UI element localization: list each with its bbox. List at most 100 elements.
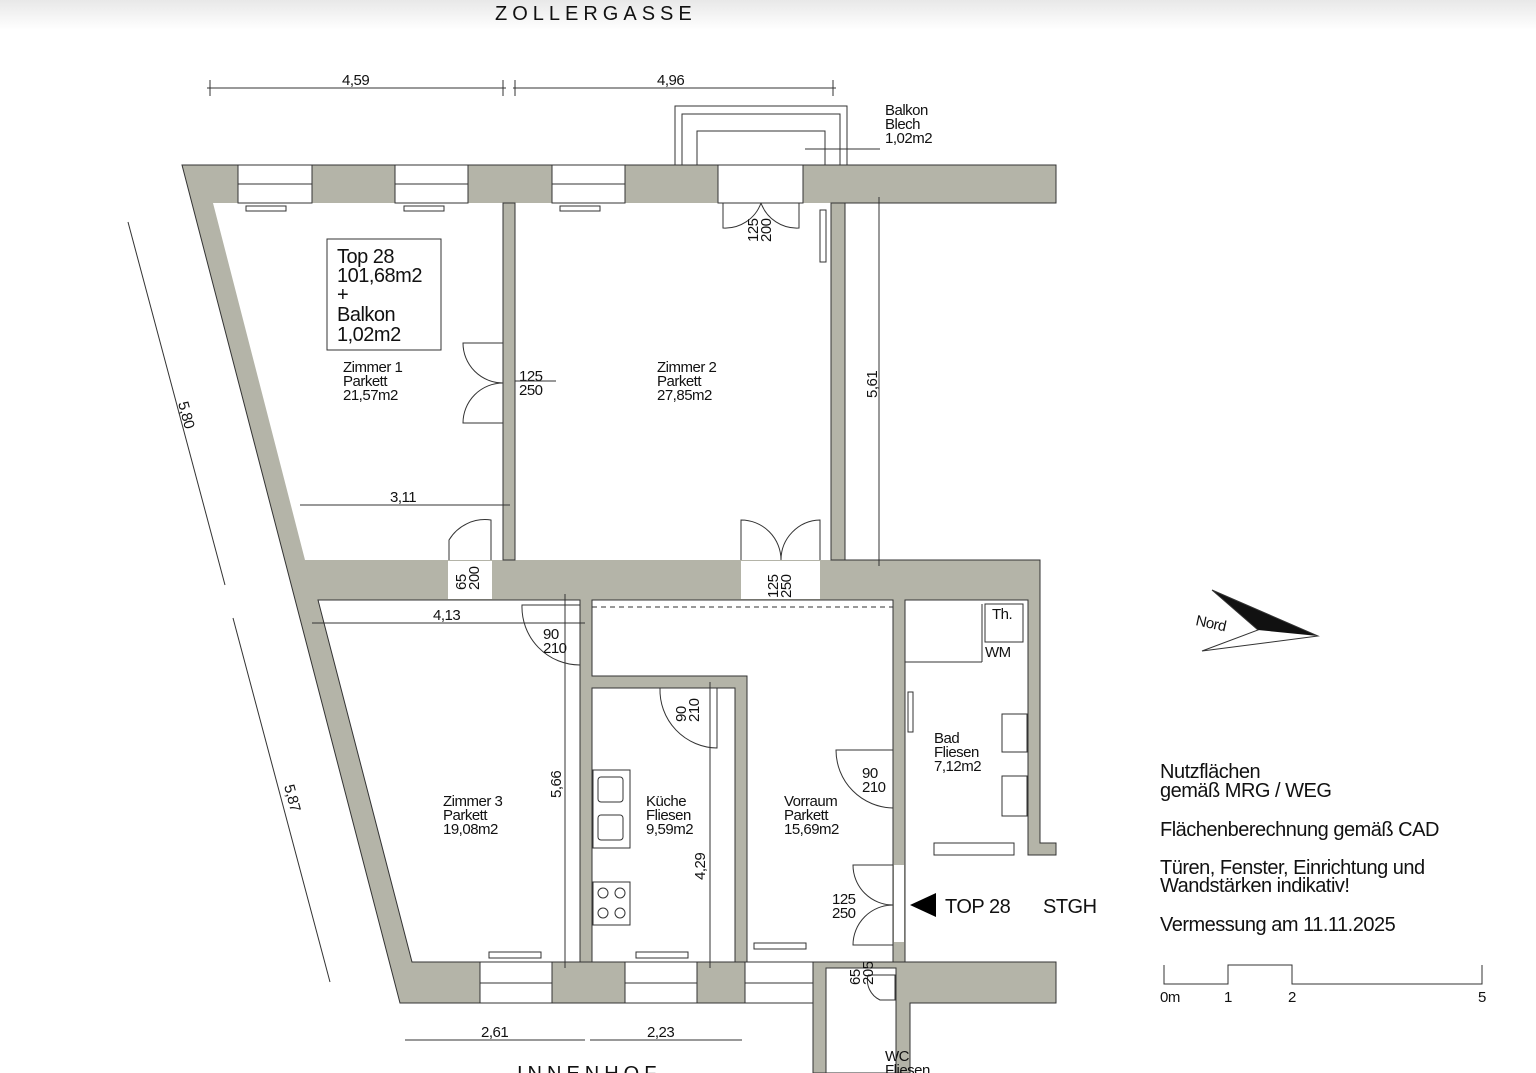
dimensions-top_right: 4,96 — [657, 72, 684, 89]
dimensions-zimmer3_height: 5,66 — [548, 771, 565, 798]
dimensions-left_upper: 5,80 — [174, 400, 197, 431]
wc-room — [825, 967, 897, 1073]
scale_bar-ticks-3: 5 — [1478, 989, 1486, 1006]
balcony-floor: Blech — [885, 116, 920, 133]
doors-5-h: 210 — [686, 698, 703, 722]
rooms-0-area: 21,57m2 — [343, 387, 398, 404]
rooms-4-floor: Parkett — [784, 807, 829, 824]
thermostat-label: Th. — [992, 606, 1012, 623]
dimension-lines: 4,59 4,96 5,80 5,87 3,11 5,61 4,13 5,66 … — [127, 72, 881, 1041]
entrance-arrow-icon — [910, 893, 936, 917]
rooms-0-floor: Parkett — [343, 373, 388, 390]
window — [933, 842, 1015, 856]
balcony-door — [717, 164, 804, 204]
walls — [181, 164, 1057, 1073]
rooms-4-area: 15,69m2 — [784, 821, 839, 838]
rooms-5-floor: Fliesen — [934, 744, 979, 761]
kitchen-fixtures — [592, 769, 631, 926]
doors-0-h: 200 — [758, 218, 775, 242]
wall-zimmer2-right — [830, 202, 846, 561]
unit_box-line4: Balkon — [337, 304, 395, 326]
wall-zimmer1-zimmer2 — [502, 202, 516, 561]
bath-fixtures: Th. WM — [905, 603, 1028, 817]
north-label: Nord — [1194, 612, 1228, 635]
dimensions-bottom_right: 2,23 — [647, 1024, 674, 1041]
rooms-4-name: Vorraum — [784, 793, 837, 810]
notes-line5: Wandstärken indikativ! — [1160, 875, 1349, 897]
doors-0-w: 125 — [745, 218, 762, 242]
rooms-0-name: Zimmer 1 — [343, 359, 402, 376]
rooms-3-area: 9,59m2 — [646, 821, 693, 838]
dimensions-top_left: 4,59 — [342, 72, 369, 89]
doors-3-w: 125 — [765, 574, 782, 598]
doors-7-h: 250 — [832, 905, 856, 922]
door-swings — [448, 202, 896, 1001]
entrance-opening — [894, 865, 904, 942]
rooms-2-floor: Parkett — [443, 807, 488, 824]
doors-7-w: 125 — [832, 891, 856, 908]
dimensions-bottom_left: 2,61 — [481, 1024, 508, 1041]
door-opening — [741, 561, 820, 599]
dimensions-zimmer3_width: 4,13 — [433, 607, 460, 624]
balcony: Balkon Blech 1,02m2 — [674, 102, 933, 166]
rooms-5-name: Bad — [934, 730, 959, 747]
scale_bar-ticks-2: 2 — [1288, 989, 1296, 1006]
notes-line6: Vermessung am 11.11.2025 — [1160, 914, 1396, 936]
entrance-label: TOP 28 — [945, 896, 1011, 918]
north-arrow-icon: Nord — [1194, 589, 1320, 652]
water-heater-icon — [984, 603, 1024, 643]
dimensions-kueche_height: 4,29 — [692, 853, 709, 880]
entrance-marker: TOP 28 STGH — [910, 893, 1097, 918]
rooms-2-name: Zimmer 3 — [443, 793, 502, 810]
unit_box-line1: Top 28 — [337, 246, 394, 268]
doors-8-w: 65 — [847, 969, 864, 985]
rooms-3-floor: Fliesen — [646, 807, 691, 824]
unit_box-line2: 101,68m2 — [337, 265, 422, 287]
doors-6-w: 90 — [862, 765, 878, 782]
notes-line4: Türen, Fenster, Einrichtung und — [1160, 857, 1425, 879]
notes-line3: Flächenberechnung gemäß CAD — [1160, 819, 1439, 841]
balcony-area: 1,02m2 — [885, 130, 932, 147]
rooms-5-area: 7,12m2 — [934, 758, 981, 775]
scale-bar: 0m 1 2 5 — [1160, 964, 1487, 1006]
rooms-3-name: Küche — [646, 793, 686, 810]
doors-5-w: 90 — [673, 706, 690, 722]
doors-6-h: 210 — [862, 779, 886, 796]
washing-machine-label: WM — [985, 644, 1011, 661]
notes-line1: Nutzflächen — [1160, 761, 1260, 783]
rooms-1-area: 27,85m2 — [657, 387, 712, 404]
rooms-2-area: 19,08m2 — [443, 821, 498, 838]
scale_bar-ticks-0: 0m — [1160, 989, 1180, 1006]
dimensions-zimmer1_width: 3,11 — [390, 489, 416, 506]
notes: Nutzflächen gemäß MRG / WEG Flächenberec… — [1160, 761, 1439, 936]
radiators — [245, 205, 914, 959]
doors-4-w: 90 — [543, 626, 559, 643]
doors-4-h: 210 — [543, 640, 567, 657]
doors-8-h: 205 — [860, 961, 877, 985]
stove-icon — [592, 881, 631, 926]
dimensions-left_lower: 5,87 — [280, 783, 303, 814]
top-shade — [0, 0, 1536, 30]
door-opening — [448, 561, 492, 599]
dimensions-zimmer2_height: 5,61 — [864, 371, 881, 398]
doors-1-h: 250 — [519, 382, 543, 399]
doors-3-h: 250 — [778, 574, 795, 598]
doors-2-w: 65 — [453, 574, 470, 590]
unit_box-line3: + — [337, 284, 348, 306]
balcony-label: Balkon — [885, 102, 928, 119]
unit-summary-box: Top 28 101,68m2 + Balkon 1,02m2 — [326, 238, 442, 351]
rooms-1-name: Zimmer 2 — [657, 359, 716, 376]
rooms-1-floor: Parkett — [657, 373, 702, 390]
rooms-6-floor: Fliesen — [885, 1062, 930, 1073]
scale_bar-ticks-1: 1 — [1224, 989, 1232, 1006]
doors-2-h: 200 — [466, 566, 483, 590]
